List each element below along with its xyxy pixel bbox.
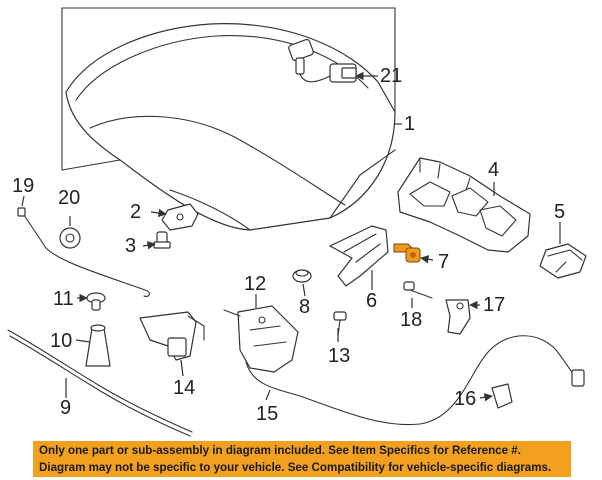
callout-15: 15 bbox=[256, 403, 278, 425]
hood-bolt bbox=[153, 231, 171, 249]
cone-seal bbox=[85, 324, 111, 367]
weatherstrip bbox=[7, 329, 193, 437]
callout-17: 17 bbox=[483, 294, 505, 316]
prop-rod bbox=[17, 207, 150, 297]
callout-12: 12 bbox=[244, 273, 266, 295]
callout-10: 10 bbox=[50, 330, 72, 352]
callout-21: 21 bbox=[380, 65, 402, 87]
callout-7: 7 bbox=[438, 251, 449, 273]
hood-switch-connector bbox=[288, 38, 357, 83]
cable-bracket bbox=[445, 299, 471, 335]
cable-clip bbox=[491, 383, 513, 409]
callout-14: 14 bbox=[173, 377, 195, 399]
grommet bbox=[59, 227, 81, 249]
leader-lines bbox=[21, 71, 561, 402]
notice-banner: Only one part or sub-assembly in diagram… bbox=[33, 441, 571, 477]
callout-2: 2 bbox=[130, 201, 141, 223]
safety-catch bbox=[139, 311, 205, 361]
insulator-pad bbox=[539, 243, 587, 279]
callout-4: 4 bbox=[488, 159, 499, 181]
release-cable bbox=[245, 335, 585, 426]
callout-13: 13 bbox=[328, 345, 350, 367]
callout-8: 8 bbox=[299, 296, 310, 318]
hood-latch bbox=[223, 305, 299, 373]
latch-screw bbox=[333, 311, 347, 337]
callout-11: 11 bbox=[53, 288, 74, 310]
callout-16: 16 bbox=[454, 388, 476, 410]
callout-5: 5 bbox=[554, 201, 565, 223]
callout-labels: 1 2 3 4 5 6 7 8 9 10 11 12 13 14 15 16 1… bbox=[12, 65, 565, 425]
notice-line-2: Diagram may not be specific to your vehi… bbox=[39, 460, 552, 474]
callout-18: 18 bbox=[400, 309, 422, 331]
callout-19: 19 bbox=[12, 175, 34, 197]
highlighted-bolt bbox=[393, 243, 421, 263]
callout-9: 9 bbox=[60, 397, 71, 419]
hood-insulator bbox=[397, 157, 531, 253]
callout-6: 6 bbox=[366, 290, 377, 312]
callout-3: 3 bbox=[125, 235, 136, 257]
latch-support bbox=[329, 225, 389, 287]
latch-pin bbox=[403, 281, 433, 299]
callout-20: 20 bbox=[58, 187, 80, 209]
hinge-bracket bbox=[161, 203, 199, 231]
notice-line-1: Only one part or sub-assembly in diagram… bbox=[39, 444, 521, 457]
callout-1: 1 bbox=[404, 113, 415, 135]
hood-panel bbox=[61, 7, 396, 231]
push-clip bbox=[86, 292, 106, 311]
bumper-stop bbox=[292, 269, 312, 283]
